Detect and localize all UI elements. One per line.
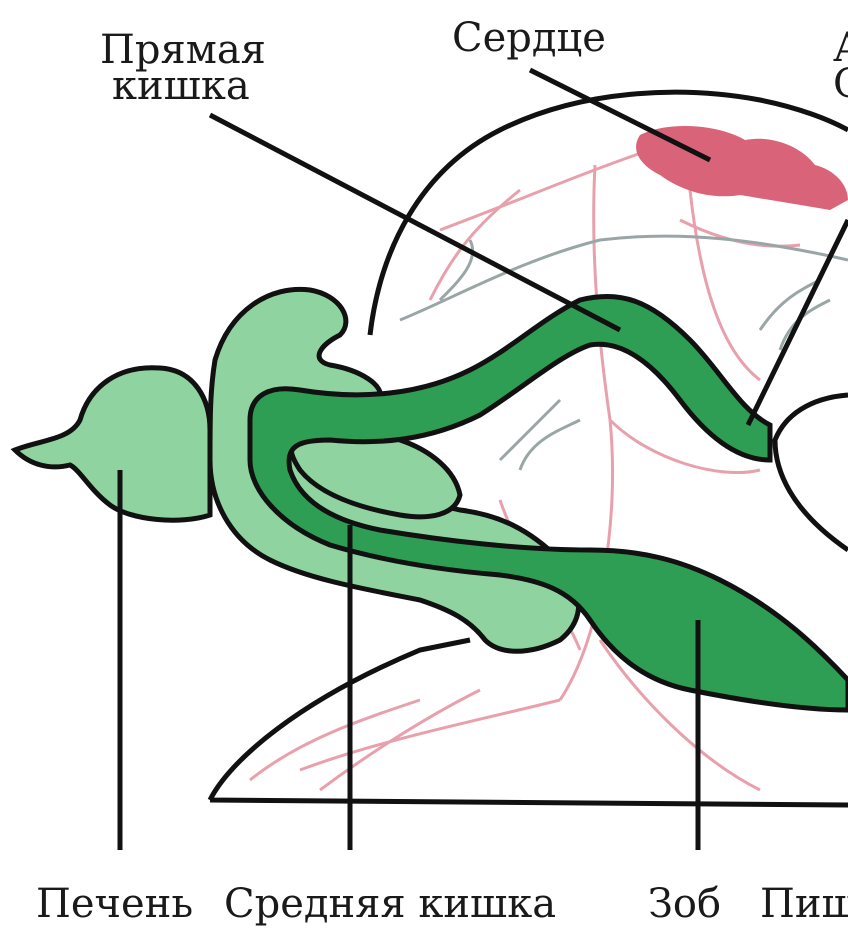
label-cut-bottom-right: Пищ [760,884,848,924]
right-organ-outline [775,395,848,550]
label-crop: Зоб [648,884,721,924]
label-cut-right-bottom: С [833,64,848,104]
label-heart: Сердце [452,18,606,58]
liver-shape [15,368,210,520]
label-liver: Печень [36,884,193,924]
label-midgut: Средняя кишка [224,884,556,924]
label-rectum-line2: кишка [112,66,250,106]
leader-line-heart [530,70,710,160]
